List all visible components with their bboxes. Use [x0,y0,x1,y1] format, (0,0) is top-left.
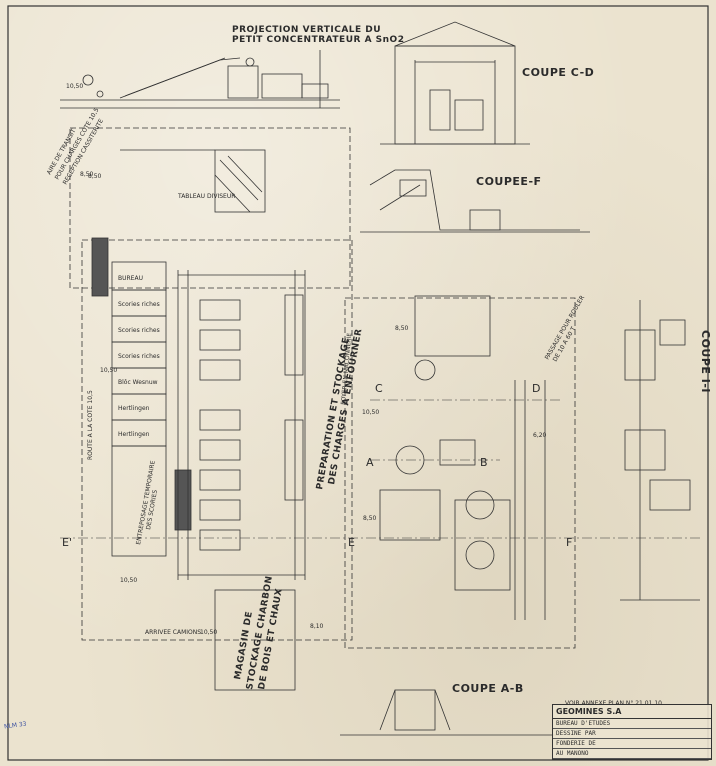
furnace-area [379,295,546,620]
storage-bays [111,261,167,557]
scories-riches-3: Scories riches [118,353,160,360]
annex-reference: VOIR ANNEXE PLAN N° 21.01.10 [565,700,662,707]
scories-riches-2: Scories riches [118,327,160,334]
route-label: ROUTE A LA COTE 10,5 [87,390,94,460]
aire-transit-label-2: POUR CHARGES COTE 10,5 [54,107,101,181]
hertlingen-2: Hertlingen [118,431,150,438]
projection-subtitle: PETIT CONCENTRATEUR A SnO2 [232,35,404,45]
level-6: 8,50 [395,325,409,332]
level-7: 10,50 [200,629,217,636]
truck [91,237,109,297]
level-4: 8,50 [80,171,94,178]
magasin-building [214,589,296,691]
cartouche-line-2: FONDERIE DE [553,739,711,749]
vertical-projection-elevation [60,50,340,109]
scories-riches-1: Scories riches [118,301,160,308]
section-mark-e-prime: E' [62,536,72,549]
level-10: 8,50 [363,515,377,522]
cartouche-line-1: DESSINE PAR [553,729,711,739]
bureau-label: BUREAU [118,275,143,282]
level-9: 6,20 [533,432,547,439]
tableau-label: TABLEAU DIVISEUR [177,193,235,200]
level-8: 8,10 [310,623,324,630]
bins [199,294,304,551]
coupe-ii-title: COUPE I-I [699,330,712,393]
coupe-ef-title: COUPEE-F [476,175,542,188]
level-3: 10,50 [100,367,117,374]
coupe-ii-section [620,300,700,601]
tableau-diviseur [120,149,266,213]
section-mark-a: A [366,456,374,469]
title-block: GEOMINES S.A BUREAU D'ETUDES DESSINE PAR… [552,704,712,760]
coupe-ab-section [340,689,560,736]
coupe-ab-title: COUPE A-B [452,682,524,695]
section-mark-c: C [375,382,383,395]
section-mark-b: B [480,456,488,469]
level-2: 8,50 [88,173,102,180]
arrivee-label: ARRIVEE CAMIONS [145,629,201,636]
projection-title: PROJECTION VERTICALE DU [232,25,381,35]
level-5: 10,50 [120,577,137,584]
coupe-cd-title: COUPE C-D [522,66,594,79]
level-1: 10,50 [66,83,83,90]
coupe-ef-section [360,169,590,233]
section-mark-d: D [532,382,540,395]
hertlingen-1: Hertlingen [118,405,150,412]
pont-label: PASSAGE POUR ROULER [544,294,586,361]
bloc-label: Blôc Wesnuw [118,379,158,386]
bureau-name: BUREAU D'ETUDES [553,719,711,729]
company-name: GEOMINES S.A [553,705,711,719]
section-mark-f: F [566,536,572,549]
cartouche-line-3: AU MANONO [553,749,711,759]
section-mark-e: E [348,536,355,549]
coupe-cd-section [380,21,530,145]
level-11: 10,50 [362,409,379,416]
truck-2 [174,469,192,531]
